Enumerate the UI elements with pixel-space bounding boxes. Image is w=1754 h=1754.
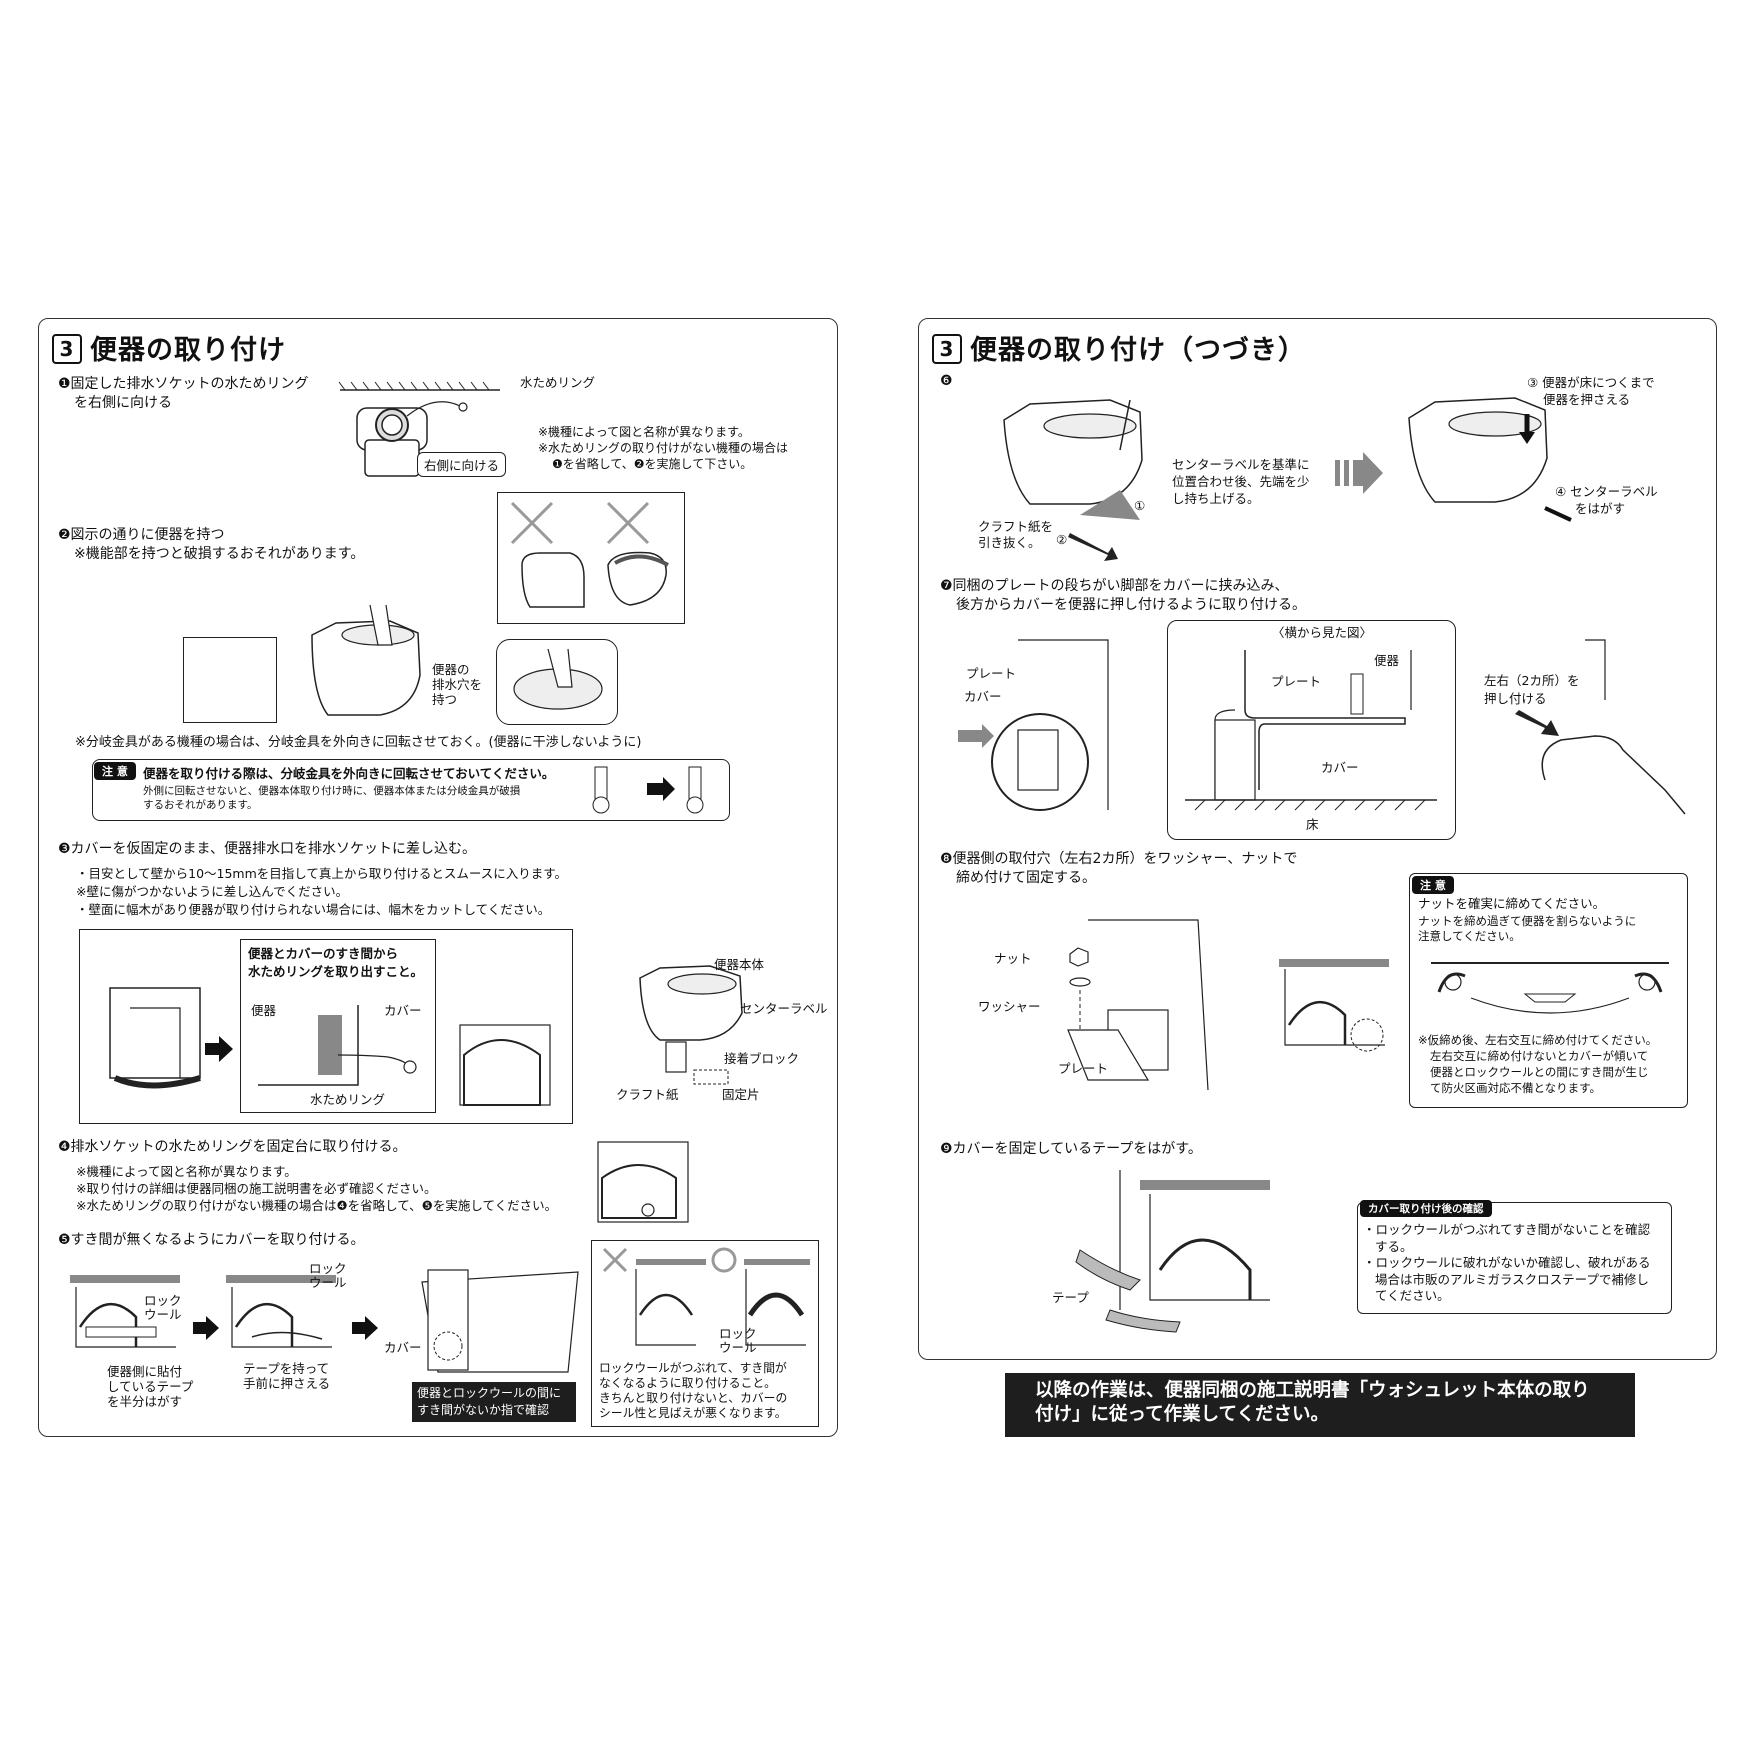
- cover-label: カバー: [384, 1003, 422, 1018]
- nut-caution-box: [1409, 873, 1688, 1108]
- step9-text: ❾カバーを固定しているテープをはがす。: [940, 1141, 1202, 1157]
- plate-label: プレート: [966, 666, 1017, 681]
- arrow-kraft-pull: [1068, 533, 1118, 561]
- cover-label-5: カバー: [384, 1340, 422, 1355]
- peel-label: ④ センターラベル をはがす: [1555, 484, 1658, 516]
- caution-sub: 外側に回転させないと、便器本体取り付け時に、便器本体または分岐金具が破損 するお…: [143, 785, 521, 811]
- check-items: ・ロックウールがつぶれてすき間がないことを確認 する。 ・ロックウールに破れがな…: [1363, 1222, 1651, 1303]
- section-number-2: 3: [932, 334, 962, 364]
- kraft-label: クラフト紙: [616, 1087, 679, 1102]
- ring-remove-title: 便器とカバーのすき間から 水ためリングを取り出すこと。: [248, 946, 424, 979]
- nut-caution-badge: 注 意: [1412, 876, 1454, 894]
- step1-diagram: [338, 381, 500, 477]
- right-facing-label: 右側に向ける: [417, 452, 507, 477]
- nut-caution-main: ナットを確実に締めてください。: [1418, 896, 1606, 911]
- step4-notes: ※機種によって図と名称が異なります。 ※取り付けの詳細は便器同梱の施工説明書を必…: [76, 1164, 558, 1213]
- plate-label-8: プレート: [1058, 1061, 1109, 1076]
- step3-text: ❸カバーを仮固定のまま、便器排水口を排水ソケットに差し込む。: [58, 841, 476, 857]
- arrow-step5-2: [352, 1316, 378, 1340]
- step2-text: ❷図示の通りに便器を持つ ※機能部を持つと破損するおそれがあります。: [58, 527, 365, 562]
- ring-label: 水ためリング: [520, 375, 596, 390]
- hold-drain-label: 便器の 排水穴を 持つ: [432, 662, 483, 707]
- hold-hand-box: [183, 637, 277, 723]
- branch-note: ※分岐金具がある機種の場合は、分岐金具を外向きに回転させておく。(便器に干渉しな…: [75, 735, 642, 750]
- toilet-body-illustration: [639, 965, 743, 1085]
- step1-text: ❶固定した排水ソケットの水ためリング を右側に向ける: [58, 376, 309, 411]
- block-label: 接着ブロック: [724, 1051, 800, 1066]
- ring-label-2: 水ためリング: [310, 1092, 386, 1107]
- step8-fixed-illustration: [1279, 959, 1389, 1052]
- side-view-title: 〈横から見た図〉: [1272, 625, 1373, 640]
- toilet-hold-illustration: [311, 604, 421, 716]
- step8-text: ❽便器側の取付穴（左右2カ所）をワッシャー、ナットで 締め付けて固定する。: [940, 851, 1298, 886]
- benki-label: 便器: [251, 1003, 277, 1018]
- tape-peel-label: 便器側に貼付 しているテープ を半分はがす: [107, 1364, 194, 1409]
- tape-push-label: テープを持って 手前に押さえる: [243, 1361, 331, 1391]
- plate-side-label: プレート: [1271, 674, 1322, 689]
- step9-tape-illustration: [1075, 1170, 1270, 1333]
- result-compare-box: [591, 1240, 819, 1427]
- step5-illustration-3: [421, 1269, 579, 1373]
- step6-n2: ②: [1056, 532, 1068, 547]
- fix-label: 固定片: [722, 1087, 760, 1102]
- check-badge: カバー取り付け後の確認: [1360, 1200, 1492, 1217]
- caution-badge: 注 意: [94, 762, 136, 780]
- step1-notes: ※機種によって図と名称が異なります。 ※水ためリングの取り付けがない機種の場合は…: [538, 425, 789, 471]
- body-label: 便器本体: [714, 957, 765, 972]
- step6-transition-arrow: [1335, 452, 1383, 494]
- washer-label: ワッシャー: [978, 999, 1041, 1014]
- arrow-step5-1: [193, 1316, 219, 1340]
- result-compare-illustration: [602, 1247, 810, 1346]
- side-view-box: [1167, 620, 1456, 840]
- footer-instruction: 以降の作業は、便器同梱の施工説明書「ウォシュレット本体の取り 付け」に従って作業…: [1005, 1373, 1635, 1437]
- alternate-note: ※仮締め後、左右交互に締め付けてください。 左右交互に締め付けないとカバーが傾い…: [1418, 1033, 1658, 1095]
- rock-wool-1: ロック ウール: [144, 1293, 182, 1322]
- arrow-step3-1: [205, 1036, 233, 1062]
- step5-illustration-1: [70, 1275, 180, 1348]
- center-label-label: センターラベル: [740, 1001, 828, 1016]
- press-label: ③ 便器が床につくまで 便器を押さえる: [1527, 375, 1655, 407]
- step7-cover-illustration: [958, 639, 1109, 811]
- step5-text: ❺すき間が無くなるようにカバーを取り付ける。: [58, 1232, 365, 1248]
- push-hand-illustration: [1515, 639, 1686, 815]
- nut-label: ナット: [994, 951, 1032, 966]
- step3-install-illustration: [109, 987, 201, 1089]
- step6-lift-illustration: [1003, 399, 1143, 520]
- step4-text: ❹排水ソケットの水ためリングを固定台に取り付ける。: [58, 1139, 407, 1155]
- section-number: 3: [52, 334, 82, 364]
- step8-nut-illustration: [1067, 919, 1209, 1091]
- wrong-hold-illustration: [510, 501, 669, 608]
- step6-text: ❻: [940, 373, 953, 389]
- rock-wool-2: ロック ウール: [309, 1261, 347, 1290]
- check-gap-note: 便器とロックウールの間に すき間がないか指で確認: [412, 1382, 576, 1422]
- step6-n1: ①: [1134, 498, 1146, 513]
- cover-wall-illustration: [459, 1024, 551, 1106]
- branch-caution: [92, 759, 730, 821]
- step7-text: ❼同梱のプレートの段ちがい脚部をカバーに挟み込み、 後方からカバーを便器に押し付…: [940, 578, 1306, 613]
- cover-label-7: カバー: [964, 689, 1002, 704]
- step6-press-illustration: [1408, 397, 1572, 522]
- result-note: ロックウールがつぶれて、すき間が なくなるように取り付けること。 きちんと取り付…: [599, 1361, 788, 1420]
- lift-label: センターラベルを基準に 位置合わせ後、先端を少 し持ち上げる。: [1172, 457, 1310, 506]
- cover-side-label: カバー: [1321, 760, 1359, 775]
- side-view-diagram: [1185, 650, 1437, 811]
- floor-label: 床: [1306, 817, 1319, 832]
- step3-notes: ・目安として壁から10～15mmを目指して真上から取り付けるとスムースに入ります…: [76, 866, 568, 917]
- push-label: 左右（2カ所）を 押し付ける: [1484, 673, 1580, 706]
- step4-illustration: [597, 1141, 689, 1223]
- alternate-tighten-illustration: [1431, 962, 1669, 1014]
- caution-main: 便器を取り付ける際は、分岐金具を外向きに回転させておいてください。: [143, 766, 555, 781]
- step5-illustration-2: [226, 1275, 336, 1348]
- rock-wool-3: ロック ウール: [719, 1326, 757, 1355]
- benki-label-7: 便器: [1374, 653, 1400, 668]
- kraft-pull-label: クラフト紙を 引き抜く。: [978, 519, 1054, 550]
- ring-remove-illustration: [258, 1005, 417, 1086]
- branch-rotate-illustration: [592, 766, 704, 814]
- tape-label: テープ: [1052, 1290, 1089, 1305]
- check-box: [1357, 1202, 1672, 1314]
- nut-caution-sub: ナットを締め過ぎて便器を割らないように 注意してください。: [1418, 914, 1637, 943]
- drain-hole-illustration: [513, 648, 603, 710]
